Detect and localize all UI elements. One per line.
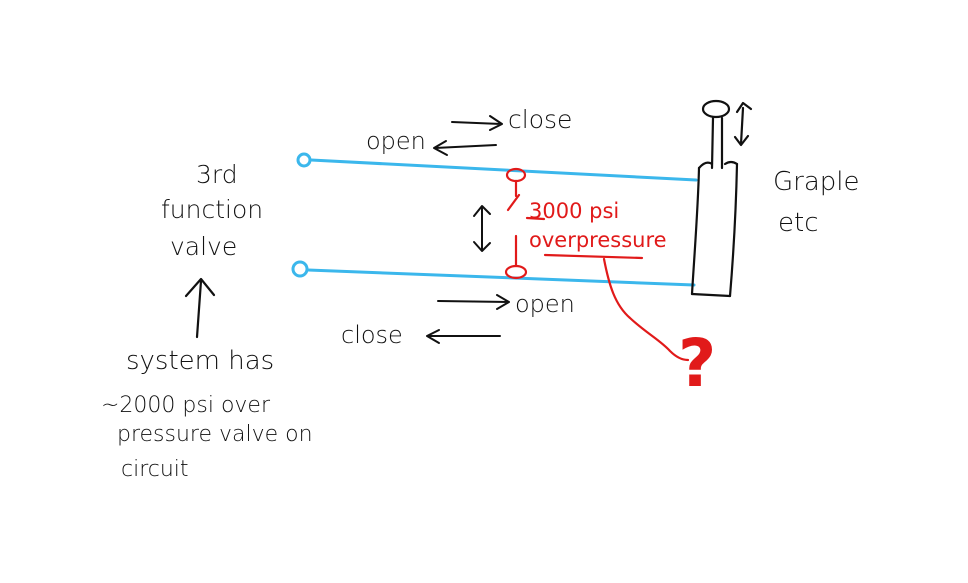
top-close-label: close xyxy=(508,105,572,134)
bottom-close-label: close xyxy=(341,321,403,349)
relief-valve-sketch xyxy=(504,167,690,362)
top-line-arrows xyxy=(433,115,503,156)
hydraulic-cylinder xyxy=(690,99,739,298)
valve-label: 3rd function valve xyxy=(161,160,263,261)
implement-label: Graple etc xyxy=(773,167,860,238)
bottom-line-arrows xyxy=(426,294,510,344)
relief-bottom-node xyxy=(504,264,528,280)
valve-pointer-arrow xyxy=(184,277,216,339)
close-arrow-top xyxy=(451,115,503,131)
pressure-direction-arrow xyxy=(473,205,491,252)
relief-pressure-label: 3000 psi xyxy=(529,199,619,223)
close-arrow-bottom xyxy=(426,329,501,344)
valve-label-line-1: 3rd xyxy=(196,160,238,189)
system-note-title: system has xyxy=(126,346,274,376)
system-note: system has ~2000 psi over pressure valve… xyxy=(101,346,313,482)
relief-type-label: overpressure xyxy=(529,228,667,252)
valve-label-line-3: valve xyxy=(170,232,237,261)
hose-lines xyxy=(291,152,698,287)
question-mark: ? xyxy=(678,325,716,402)
open-arrow-bottom xyxy=(437,294,510,310)
implement-label-line-1: Graple xyxy=(773,167,860,197)
system-note-line-3: circuit xyxy=(121,457,189,482)
implement-label-line-2: etc xyxy=(778,208,819,238)
bottom-open-label: open xyxy=(515,290,575,318)
valve-label-line-2: function xyxy=(161,195,263,224)
open-arrow-top xyxy=(433,140,497,156)
top-hose xyxy=(309,158,698,182)
system-note-line-2: pressure valve on xyxy=(117,422,313,447)
top-open-label: open xyxy=(366,127,426,155)
bottom-hose xyxy=(306,268,696,287)
top-hose-port xyxy=(296,152,312,168)
cylinder-travel-arrow xyxy=(733,101,753,147)
system-note-line-1: ~2000 psi over xyxy=(101,393,271,418)
bottom-hose-port xyxy=(291,260,309,278)
